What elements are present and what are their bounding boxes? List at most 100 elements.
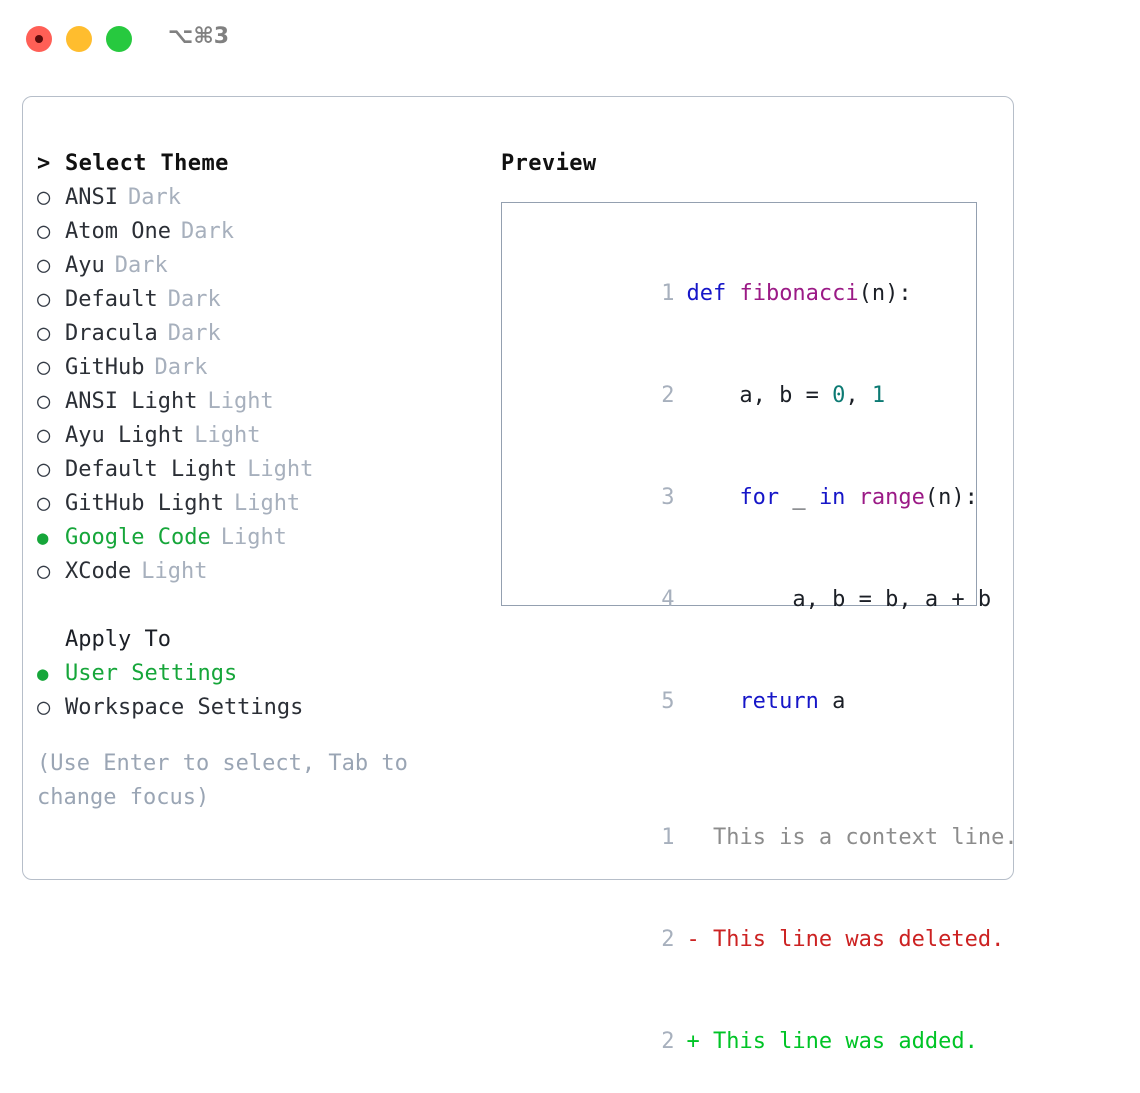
theme-item-label: Default [65,287,158,312]
code-token: , [845,383,872,408]
code-token: fibonacci [739,281,859,306]
theme-item-xcode[interactable]: ○ XCode Light [37,555,497,589]
diff-text: This is a context line. [712,825,1018,850]
minimize-button[interactable] [66,26,92,52]
keyboard-hint-text: (Use Enter to select, Tab to change focu… [37,751,408,810]
code-token: in [818,485,846,510]
theme-item-suffix: Dark [154,355,208,380]
radio-icon: ○ [37,321,51,346]
theme-item-ayu-light[interactable]: ○ Ayu Light Light [37,419,497,453]
line-number: 5 [661,689,675,714]
code-token: 1 [871,383,886,408]
code-token: def [686,281,727,306]
theme-item-dracula[interactable]: ○ Dracula Dark [37,317,497,351]
code-line: 1 def fibonacci(n): [520,243,976,345]
theme-item-google-code[interactable]: ● Google Code Light [37,521,497,555]
code-token: a [818,689,846,714]
diff-marker: + [686,1029,713,1054]
code-line: 4 a, b = b, a + b [520,549,991,651]
theme-item-label: Atom One [65,219,171,244]
code-token: for [739,485,780,510]
line-number: 2 [661,383,675,408]
diff-marker: - [686,927,713,952]
theme-item-ansi-light[interactable]: ○ ANSI Light Light [37,385,497,419]
theme-item-suffix: Light [207,389,274,414]
theme-item-suffix: Light [220,525,287,550]
code-token: a, b = b, a + b [686,587,992,612]
diff-text: This line was deleted. [712,927,1005,952]
theme-item-github[interactable]: ○ GitHub Dark [37,351,497,385]
title-bar: ⌥⌘3 [0,0,1140,78]
preview-title: Preview [501,151,597,176]
theme-item-suffix: Dark [127,185,181,210]
theme-item-suffix: Light [141,559,208,584]
theme-item-label: ANSI Light [65,389,198,414]
app-window: ⌥⌘3 > Select Theme ○ ANSI Dark ○ Atom On… [0,0,1140,1054]
radio-icon: ○ [37,559,51,584]
diff-text: This line was added. [712,1029,978,1054]
code-token: 0 [832,383,846,408]
theme-item-label: XCode [65,559,132,584]
theme-selector-column: > Select Theme ○ ANSI Dark ○ Atom One Da… [37,147,497,815]
line-number: 1 [661,281,675,306]
theme-item-label: Default Light [65,457,238,482]
select-theme-header: > Select Theme [37,147,497,181]
theme-item-default[interactable]: ○ Default Dark [37,283,497,317]
theme-item-suffix: Dark [180,219,234,244]
code-token [686,485,739,510]
radio-icon: ○ [37,185,51,210]
theme-item-label: Dracula [65,321,158,346]
apply-to-item-label: User Settings [65,661,238,686]
radio-icon: ○ [37,355,51,380]
list-spacer [37,589,497,623]
diff-marker [686,825,713,850]
line-number: 2 [661,927,675,952]
theme-item-github-light[interactable]: ○ GitHub Light Light [37,487,497,521]
theme-item-ansi[interactable]: ○ ANSI Dark [37,181,497,215]
content-panel: > Select Theme ○ ANSI Dark ○ Atom One Da… [22,96,1018,1054]
theme-item-label: Ayu Light [65,423,185,448]
code-token: (n): [858,281,912,306]
code-line: 2 a, b = 0, 1 [520,345,976,447]
line-number: 1 [661,825,675,850]
theme-item-label: Ayu [65,253,105,278]
radio-icon: ○ [37,389,51,414]
line-number: 2 [661,1029,675,1054]
code-token [686,689,739,714]
apply-to-workspace-settings[interactable]: ○ Workspace Settings [37,691,497,725]
theme-item-suffix: Light [247,457,314,482]
apply-to-item-label: Workspace Settings [65,695,304,720]
theme-item-suffix: Dark [167,321,221,346]
radio-icon: ○ [37,695,51,720]
close-button[interactable] [26,26,52,52]
radio-icon: ○ [37,253,51,278]
radio-selected-icon: ● [37,527,49,549]
apply-to-header-label: Apply To [65,627,171,652]
apply-to-header: ○ Apply To [37,623,497,657]
theme-item-label: GitHub Light [65,491,224,516]
theme-item-atom-one[interactable]: ○ Atom One Dark [37,215,497,249]
radio-icon: ○ [37,457,51,482]
code-token: _ [779,485,819,510]
code-line: 5 return a [520,651,976,753]
theme-item-default-light[interactable]: ○ Default Light Light [37,453,497,487]
theme-item-ayu[interactable]: ○ Ayu Dark [37,249,497,283]
line-number: 4 [661,587,675,612]
code-token: (n): [924,485,978,510]
theme-item-suffix: Light [194,423,261,448]
marker-placeholder: ○ [37,623,65,657]
code-token: return [739,689,819,714]
code-line: 3 for _ in range(n): [520,447,978,549]
apply-to-user-settings[interactable]: ● User Settings [37,657,497,691]
theme-item-label: GitHub [65,355,145,380]
line-number: 3 [661,485,675,510]
keyboard-shortcut-label: ⌥⌘3 [168,24,230,49]
radio-icon: ○ [37,219,51,244]
code-blank-line [520,753,976,787]
radio-selected-icon: ● [37,663,49,685]
theme-item-suffix: Dark [167,287,221,312]
maximize-button[interactable] [106,26,132,52]
chevron-right-icon: > [37,151,51,176]
radio-icon: ○ [37,491,51,516]
